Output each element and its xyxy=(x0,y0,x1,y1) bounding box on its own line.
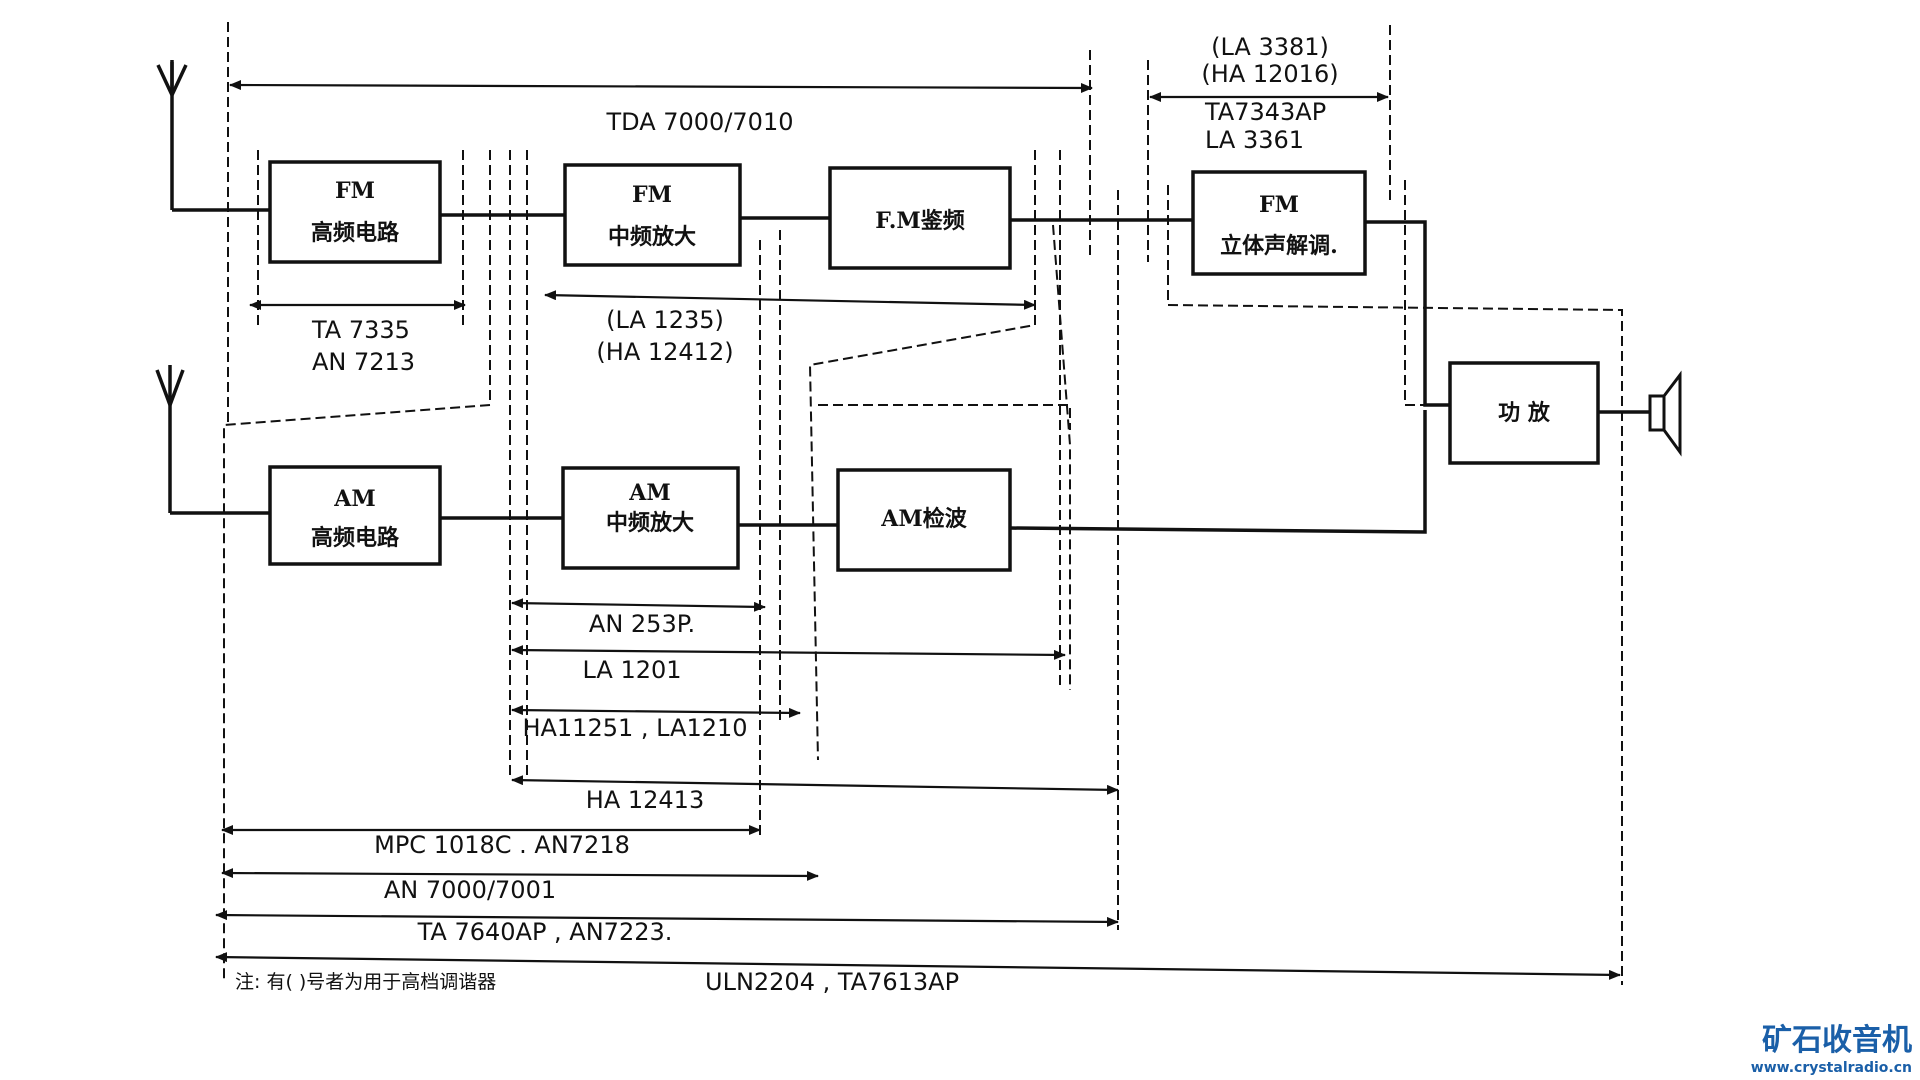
chip-an253p: AN 253P. xyxy=(589,610,695,638)
am-detector-block: AM检波 xyxy=(836,468,1012,572)
ic-boundary-lines xyxy=(223,22,1623,985)
am-signal-path xyxy=(170,410,1427,534)
chip-an7213: AN 7213 xyxy=(312,348,415,376)
fm-stereo-block: FM 立体声解调. xyxy=(1191,170,1367,276)
power-amp-block: 功 放 xyxy=(1448,361,1600,465)
fm-stereo-label-1: FM xyxy=(1259,192,1299,218)
am-det-label: AM检波 xyxy=(880,506,967,532)
fm-det-label: F.M鉴频 xyxy=(875,208,964,234)
watermark-url: www.crystalradio.cn xyxy=(1751,1060,1912,1076)
am-if-label-1: AM xyxy=(628,480,670,506)
chip-la1235: (LA 1235) xyxy=(606,306,724,334)
footnote: 注: 有( )号者为用于高档调谐器 xyxy=(235,971,496,993)
fm-rf-label-1: FM xyxy=(335,178,375,204)
am-if-block: AM 中频放大 xyxy=(561,466,740,570)
am-rf-label-1: AM xyxy=(333,486,375,512)
chip-uln2204: ULN2204 , TA7613AP xyxy=(705,968,959,996)
chip-ha11251: HA11251 , LA1210 xyxy=(522,714,747,742)
fm-if-label-2: 中频放大 xyxy=(608,224,696,250)
chip-ta7640ap: TA 7640AP , AN7223. xyxy=(417,918,673,946)
chip-mpc1018c: MPC 1018C . AN7218 xyxy=(374,831,630,859)
speaker-icon xyxy=(1648,370,1682,457)
fm-if-block: FM 中频放大 xyxy=(563,163,742,267)
fm-if-label-1: FM xyxy=(632,182,672,208)
chip-tda7000: TDA 7000/7010 xyxy=(605,108,793,136)
am-rf-block: AM 高频电路 xyxy=(268,465,442,566)
chip-ta7335: TA 7335 xyxy=(311,316,410,344)
chip-la3361: LA 3361 xyxy=(1205,126,1304,154)
chip-ha12412: (HA 12412) xyxy=(596,338,733,366)
am-if-label-2: 中频放大 xyxy=(606,510,694,536)
watermark: 矿石收音机 www.crystalradio.cn xyxy=(1751,1023,1912,1076)
fm-rf-label-2: 高频电路 xyxy=(311,220,400,246)
fm-rf-block: FM 高频电路 xyxy=(268,160,442,264)
am-antenna-icon xyxy=(155,365,185,513)
range-arrows xyxy=(215,80,1621,980)
fm-detector-block: F.M鉴频 xyxy=(828,166,1012,270)
fm-antenna-icon xyxy=(156,60,188,210)
chip-an7000: AN 7000/7001 xyxy=(384,876,556,904)
fm-stereo-label-2: 立体声解调. xyxy=(1220,233,1338,259)
chip-ta7343ap: TA7343AP xyxy=(1204,98,1326,126)
watermark-logo: 矿石收音机 xyxy=(1762,1023,1912,1058)
chip-ha12016: (HA 12016) xyxy=(1201,60,1338,88)
am-rf-label-2: 高频电路 xyxy=(311,525,400,551)
amp-label: 功 放 xyxy=(1498,400,1551,426)
chip-la1201: LA 1201 xyxy=(582,656,681,684)
chip-ha12413: HA 12413 xyxy=(586,786,704,814)
chip-la3381: (LA 3381) xyxy=(1211,33,1329,61)
